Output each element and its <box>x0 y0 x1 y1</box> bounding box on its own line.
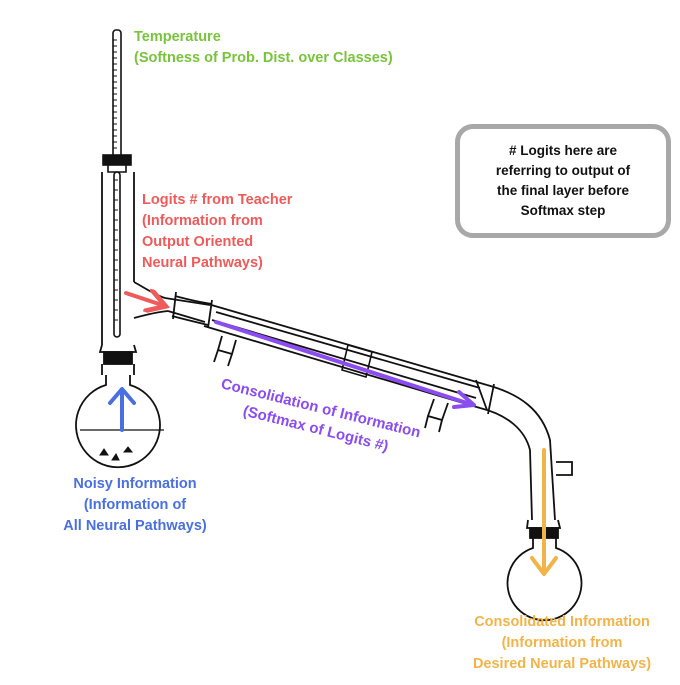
temperature-subtitle: (Softness of Prob. Dist. over Classes) <box>134 50 393 66</box>
note-line-1: # Logits here are <box>508 143 618 158</box>
condenser-inlet <box>213 335 237 367</box>
boiling-chips <box>99 446 134 461</box>
consolidated-line-2: (Information from <box>501 635 623 651</box>
thermometer <box>102 29 132 338</box>
consolidated-line-3: Desired Neural Pathways) <box>472 656 652 672</box>
vent-tube <box>556 461 573 476</box>
noisy-line-3: All Neural Pathways) <box>63 518 207 534</box>
teacher-logits-line-3: Output Oriented <box>142 234 254 250</box>
noisy-arrow-head <box>108 387 136 405</box>
teacher-logits-label: Logits # from Teacher (Information from … <box>142 190 292 274</box>
receiving-flask <box>506 538 583 622</box>
note-line-4: Softmax step <box>520 203 606 218</box>
noisy-information-label: Noisy Information (Information of All Ne… <box>40 474 230 537</box>
logits-note-text: # Logits here are referring to output of… <box>496 141 630 221</box>
thermometer-scale <box>113 39 117 149</box>
consolidation-arrow-shaft <box>214 320 472 406</box>
noisy-line-2: (Information of <box>83 497 187 513</box>
thermometer-stopper <box>102 154 132 166</box>
consolidated-line-1: Consolidated Information <box>474 614 650 630</box>
teacher-arrow <box>124 293 162 305</box>
note-line-2: referring to output of <box>495 163 631 178</box>
teacher-logits-line-4: Neural Pathways) <box>142 255 263 271</box>
note-line-3: the final layer before <box>496 183 630 198</box>
diagram-arrows <box>108 293 558 576</box>
noisy-line-1: Noisy Information <box>73 476 197 492</box>
condenser <box>203 303 488 433</box>
consolidated-arrow-head <box>530 556 558 576</box>
temperature-title: Temperature <box>134 29 221 45</box>
receiver-adapter <box>475 379 573 539</box>
teacher-logits-line-2: (Information from <box>142 213 263 229</box>
temperature-label: Temperature (Softness of Prob. Dist. ove… <box>134 27 393 69</box>
teacher-logits-line-1: Logits # from Teacher <box>142 192 293 208</box>
condenser-outlet <box>424 398 449 433</box>
consolidation-arrow-head <box>452 390 476 409</box>
consolidated-information-label: Consolidated Information (Information fr… <box>448 612 676 675</box>
logits-note-box: # Logits here are referring to output of… <box>455 124 671 238</box>
adapter-joint <box>164 291 213 329</box>
